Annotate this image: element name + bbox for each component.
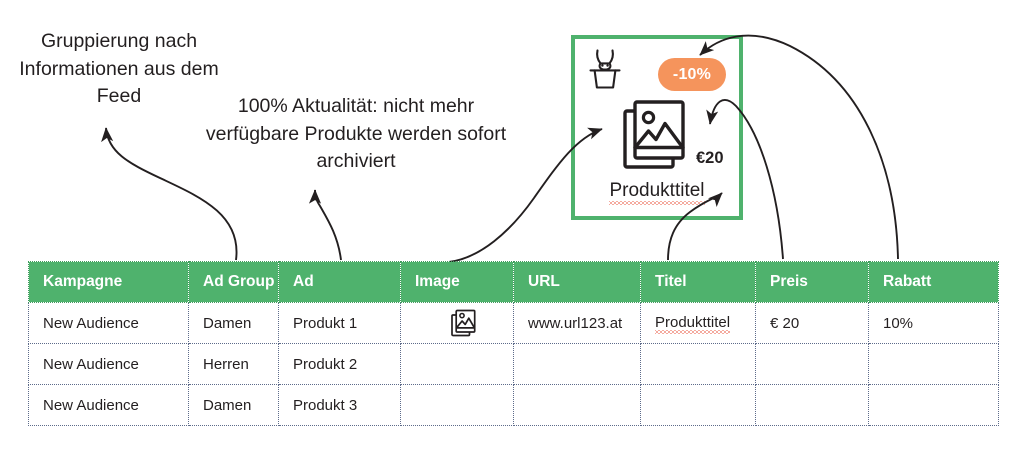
feed-table: Kampagne Ad Group Ad Image URL Titel Pre… [28,261,999,426]
cell-ad: Produkt 1 [278,302,401,344]
ad-preview-card: -10% €20 Produkttitel [571,35,743,220]
cell-rabatt [868,343,999,385]
discount-badge: -10% [658,58,726,91]
stacked-images-icon [623,97,695,175]
table-row[interactable]: New Audience Damen Produkt 1 [28,302,999,344]
cell-preis: € 20 [755,302,869,344]
cell-ad-group: Damen [188,384,279,426]
cell-url [513,343,641,385]
card-product-title-text: Produkttitel [609,180,705,205]
cell-titel [640,384,756,426]
cell-ad-group: Herren [188,343,279,385]
cell-titel [640,343,756,385]
column-header-ad-group[interactable]: Ad Group [188,261,279,303]
rabbit-in-hat-icon [584,47,626,91]
cell-ad: Produkt 3 [278,384,401,426]
card-product-title: Produkttitel [575,180,739,205]
column-header-preis[interactable]: Preis [755,261,869,303]
annotation-grouping-text: Gruppierung nach Informationen aus dem F… [19,30,219,108]
cell-kampagne: New Audience [28,302,189,344]
column-header-image[interactable]: Image [400,261,514,303]
cell-url: www.url123.at [513,302,641,344]
cell-ad-group: Damen [188,302,279,344]
cell-preis [755,384,869,426]
cell-ad: Produkt 2 [278,343,401,385]
table-header-row: Kampagne Ad Group Ad Image URL Titel Pre… [28,261,999,303]
cell-preis [755,343,869,385]
arrow-ad-to-actuality-note [308,189,342,261]
cell-url [513,384,641,426]
column-header-url[interactable]: URL [513,261,641,303]
column-header-kampagne[interactable]: Kampagne [28,261,189,303]
cell-titel-text: Produkttitel [655,313,731,334]
cell-rabatt [868,384,999,426]
cell-kampagne: New Audience [28,343,189,385]
cell-image [400,302,514,344]
column-header-rabatt[interactable]: Rabatt [868,261,999,303]
cell-rabatt: 10% [868,302,999,344]
table-row[interactable]: New Audience Damen Produkt 3 [28,384,999,426]
cell-kampagne: New Audience [28,384,189,426]
card-price: €20 [696,149,724,167]
annotation-actuality-text: 100% Aktualität: nicht mehr verfügbare P… [205,95,507,173]
table-row[interactable]: New Audience Herren Produkt 2 [28,343,999,385]
cell-image [400,384,514,426]
cell-titel: Produkttitel [640,302,756,344]
cell-image [400,343,514,385]
column-header-titel[interactable]: Titel [640,261,756,303]
column-header-ad[interactable]: Ad [278,261,401,303]
image-thumbnail-icon [450,309,478,337]
